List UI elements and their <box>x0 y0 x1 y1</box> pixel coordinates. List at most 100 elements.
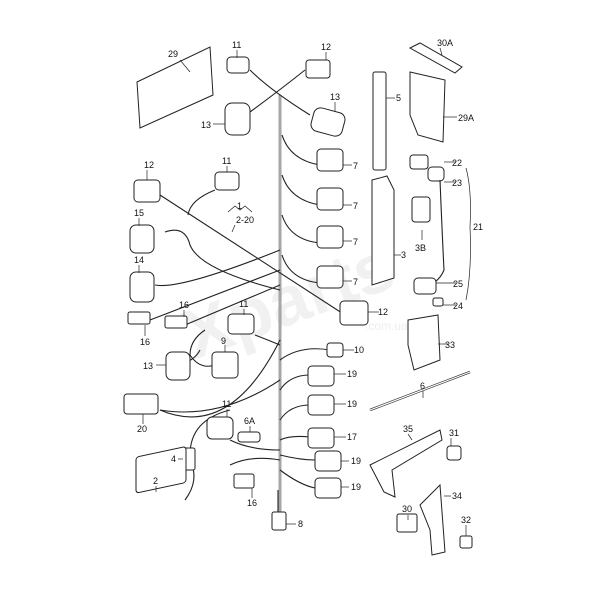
label-9: 9 <box>221 336 226 346</box>
connector-13 <box>310 107 346 137</box>
label-34: 34 <box>452 491 462 501</box>
component-8 <box>271 511 287 531</box>
label-33: 33 <box>445 340 455 350</box>
label-23: 23 <box>452 178 462 188</box>
connector-11 <box>214 171 240 191</box>
label-29A: 29A <box>458 113 474 123</box>
harness-trunk <box>149 69 346 520</box>
label-7: 7 <box>353 201 358 211</box>
connector-19 <box>307 365 335 387</box>
label-6A: 6A <box>244 416 255 426</box>
label-2-20: 2-20 <box>236 215 254 225</box>
label-13: 13 <box>201 120 211 130</box>
label-22: 22 <box>452 158 462 168</box>
plate-29A <box>409 71 446 143</box>
label-25: 25 <box>453 279 463 289</box>
connectors <box>123 42 473 556</box>
connector-11 <box>226 56 250 74</box>
bracket-35 <box>369 429 443 498</box>
label-19: 19 <box>351 456 361 466</box>
connector-13 <box>224 102 251 136</box>
connector-11 <box>227 313 255 335</box>
label-13: 13 <box>330 92 340 102</box>
watermark-domain: .com.ua <box>365 319 408 333</box>
connector-12 <box>305 59 331 79</box>
holder-3B <box>411 196 431 223</box>
label-5: 5 <box>396 93 401 103</box>
connector-12 <box>133 179 161 203</box>
connector-7 <box>316 148 344 172</box>
label-31: 31 <box>449 428 459 438</box>
label-16: 16 <box>247 498 257 508</box>
plate-29 <box>136 46 214 129</box>
label-21: 21 <box>473 222 483 232</box>
label-11: 11 <box>222 156 231 166</box>
label-12: 12 <box>321 42 331 52</box>
connector-16 <box>164 315 188 329</box>
label-10: 10 <box>354 345 364 355</box>
label-7: 7 <box>353 277 358 287</box>
connector-23 <box>427 166 445 182</box>
label-14: 14 <box>134 255 144 265</box>
connector-13 <box>165 351 191 381</box>
part-30 <box>396 513 418 533</box>
label-19: 19 <box>347 369 357 379</box>
label-8: 8 <box>298 519 303 529</box>
label-29: 29 <box>168 49 178 59</box>
label-11: 11 <box>239 299 248 309</box>
label-2: 2 <box>153 476 158 486</box>
connector-6A <box>237 431 261 443</box>
leader-lines <box>138 47 471 536</box>
label-20: 20 <box>137 424 147 434</box>
label-7: 7 <box>353 161 358 171</box>
connector-11 <box>206 416 234 440</box>
label-19: 19 <box>347 399 357 409</box>
label-1: 1 <box>237 201 242 211</box>
label-32: 32 <box>461 515 471 525</box>
label-24: 24 <box>453 301 463 311</box>
label-13: 13 <box>143 361 153 371</box>
label-16: 16 <box>140 337 150 347</box>
watermark: Xparts <box>173 226 404 374</box>
connector-19 <box>314 477 342 499</box>
label-30: 30 <box>402 504 412 514</box>
connector-19 <box>307 394 335 416</box>
label-12: 12 <box>144 160 154 170</box>
connector-7 <box>316 265 344 289</box>
rail-5 <box>372 71 387 171</box>
connector-17 <box>307 427 335 449</box>
part-24 <box>432 297 444 307</box>
connector-16 <box>127 311 151 325</box>
label-17: 17 <box>347 432 357 442</box>
connector-7 <box>316 225 344 249</box>
label-3: 3 <box>401 250 406 260</box>
label-35: 35 <box>403 424 413 434</box>
part-31 <box>446 445 462 461</box>
part-32 <box>459 535 473 549</box>
label-30A: 30A <box>437 38 453 48</box>
label-19: 19 <box>351 482 361 492</box>
connector-15 <box>129 224 155 254</box>
label-6: 6 <box>420 381 425 391</box>
connector-7 <box>316 187 344 211</box>
part-30A <box>408 42 463 74</box>
label-12: 12 <box>378 307 388 317</box>
connector-12 <box>339 300 369 326</box>
label-15: 15 <box>134 208 144 218</box>
connector-9 <box>211 351 239 379</box>
bracket-33 <box>407 314 441 371</box>
label-3B: 3B <box>415 243 426 253</box>
connector-22 <box>409 154 429 170</box>
component-20 <box>123 393 159 415</box>
label-16: 16 <box>179 300 189 310</box>
relay-box-2 <box>135 446 187 494</box>
label-7: 7 <box>353 237 358 247</box>
bracket-3 <box>371 175 395 286</box>
label-11: 11 <box>232 40 241 50</box>
connector-16 <box>233 473 255 489</box>
label-4: 4 <box>171 454 176 464</box>
connector-25 <box>413 277 437 295</box>
connector-19 <box>314 450 342 472</box>
